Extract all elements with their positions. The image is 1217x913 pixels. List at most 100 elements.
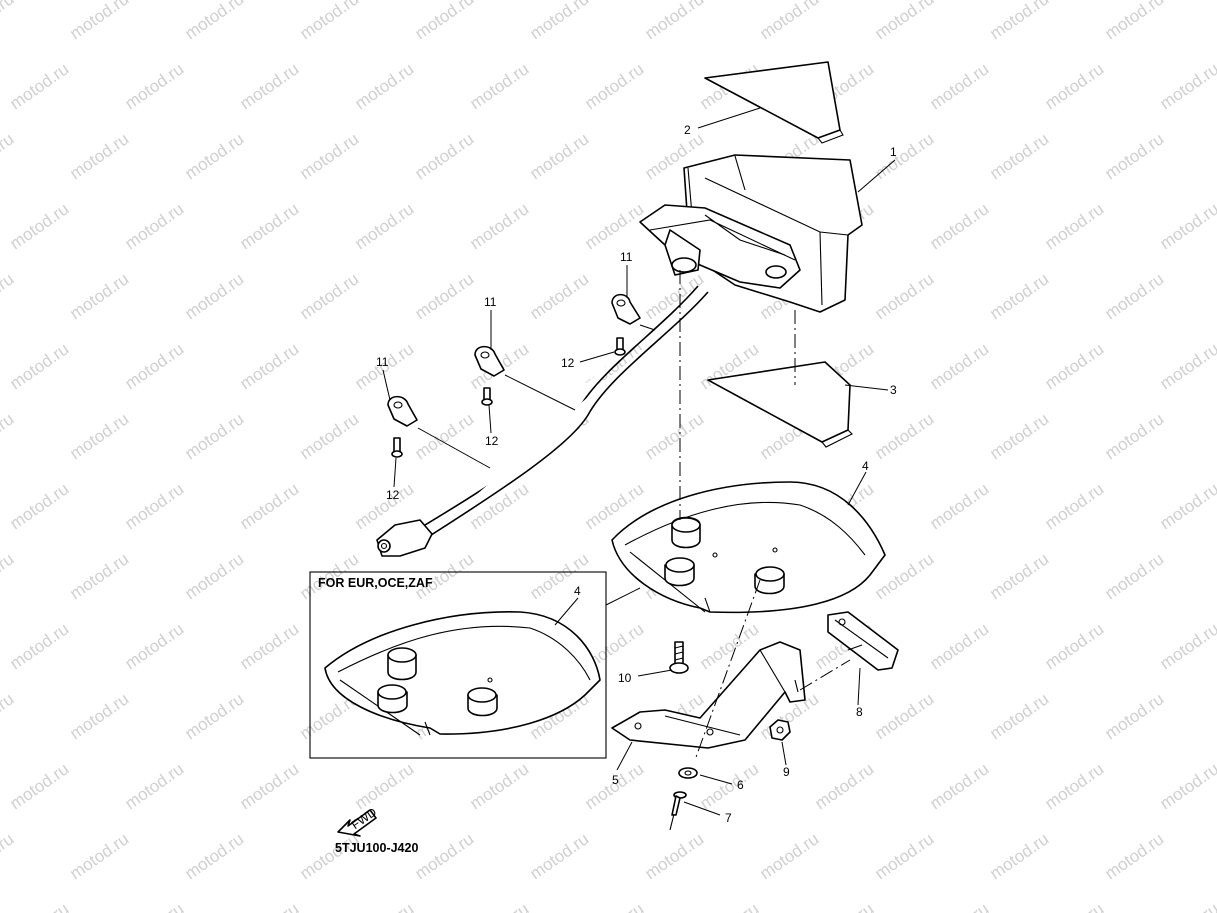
watermark-text: motod.ru [66,0,132,43]
watermark-text: motod.ru [181,269,247,323]
watermark-text: motod.ru [66,409,132,463]
callout-11-b: 11 [484,295,497,309]
watermark-text: motod.ru [121,619,187,673]
watermark-text: motod.ru [871,269,937,323]
watermark-text: motod.ru [1156,479,1217,533]
watermark-text: motod.ru [121,899,187,913]
watermark-text: motod.ru [1101,689,1167,743]
watermark-text: motod.ru [236,899,302,913]
watermark-text: motod.ru [6,339,72,393]
watermark-text: motod.ru [1041,619,1107,673]
part-3-gasket [707,361,853,448]
watermark-text: motod.ru [811,899,877,913]
watermark-text: motod.ru [296,829,362,883]
watermark-text: motod.ru [871,0,937,43]
part-9-nut [769,719,791,741]
watermark-text: motod.ru [236,619,302,673]
watermark-text: motod.ru [926,759,992,813]
callout-numbers: 1 2 3 4 4 5 6 7 8 9 10 11 11 11 12 12 12 [376,123,897,825]
watermark-text: motod.ru [351,59,417,113]
watermark-text: motod.ru [526,129,592,183]
fwd-label: FWD [349,805,380,832]
watermark-text: motod.ru [236,339,302,393]
watermark-text: motod.ru [66,129,132,183]
watermark-text: motod.ru [0,0,17,43]
callout-4-inset: 4 [574,584,581,598]
watermark-text: motod.ru [181,409,247,463]
callout-12-b: 12 [485,434,499,448]
watermark-text: motod.ru [696,759,762,813]
inset-eur-oce-zaf: FOR EUR,OCE,ZAF [309,571,607,759]
watermark-text: motod.ru [526,549,592,603]
watermark-text: motod.ru [236,759,302,813]
part-5-bracket [611,641,806,749]
watermark-text: motod.ru [986,689,1052,743]
watermark-text: motod.ru [811,759,877,813]
watermark-text: motod.ru [66,549,132,603]
watermark-text: motod.ru [6,899,72,913]
watermark-text: motod.ru [66,269,132,323]
drawing-code: 5TJU100-J420 [335,841,418,855]
part-6-washer [678,767,698,779]
watermark-text: motod.ru [351,899,417,913]
watermark-text: motod.ru [1041,899,1107,913]
watermark-text: motod.ru [1101,409,1167,463]
watermark-text: motod.ru [236,199,302,253]
watermark-text: motod.ru [351,759,417,813]
watermark-text: motod.ru [466,899,532,913]
watermark-text: motod.ru [696,899,762,913]
watermark-text: motod.ru [121,339,187,393]
watermark-text: motod.ru [1041,339,1107,393]
watermark-text: motod.ru [986,269,1052,323]
watermark-text: motod.ru [296,409,362,463]
callout-10: 10 [618,671,632,685]
callout-11-a: 11 [620,250,633,264]
watermark-text: motod.ru [641,0,707,43]
callout-11-c: 11 [376,355,389,369]
watermark-text: motod.ru [526,829,592,883]
callout-8: 8 [856,705,863,719]
watermark-text: motod.ru [1156,339,1217,393]
watermark-text: motod.ru [411,269,477,323]
callout-4: 4 [862,459,869,473]
screw-12-b [481,387,493,406]
screw-12-c [391,437,403,458]
watermark-text: motod.ru [871,409,937,463]
watermark-text: motod.ru [926,199,992,253]
watermark-text: motod.ru [1156,59,1217,113]
watermark-text: motod.ru [181,829,247,883]
leader-lines [382,107,896,816]
watermark-text: motod.ru [66,829,132,883]
part-2-gasket [704,61,844,144]
callout-6: 6 [737,778,744,792]
watermark-text: motod.ru [1101,129,1167,183]
callout-2: 2 [684,123,691,137]
watermark-text: motod.ru [756,0,822,43]
clamp-11-a [611,293,641,325]
watermark-text: motod.ru [1156,899,1217,913]
watermark-text: motod.ru [986,0,1052,43]
watermark-text: motod.ru [871,129,937,183]
watermark-text: motod.ru [641,829,707,883]
watermark-text: motod.ru [581,59,647,113]
watermark-text: motod.ru [296,0,362,43]
watermark-text: motod.ru [756,829,822,883]
part-10-screw [669,641,689,674]
watermark-text: motod.ru [6,479,72,533]
watermark-text: motod.ru [0,409,17,463]
watermark-text: motod.ru [411,0,477,43]
assembly-lines [605,270,851,761]
watermark-text: motod.ru [1041,199,1107,253]
watermark-text: motod.ru [926,339,992,393]
watermark-text: motod.ru [1156,619,1217,673]
watermark-text: motod.ru [1101,549,1167,603]
watermark-text: motod.ru [121,199,187,253]
watermark-text: motod.ru [926,479,992,533]
watermark-text: motod.ru [0,829,17,883]
callout-7: 7 [725,811,732,825]
callout-5: 5 [612,773,619,787]
watermark-text: motod.ru [6,199,72,253]
watermark-text: motod.ru [181,689,247,743]
watermark-text: motod.ru [466,59,532,113]
